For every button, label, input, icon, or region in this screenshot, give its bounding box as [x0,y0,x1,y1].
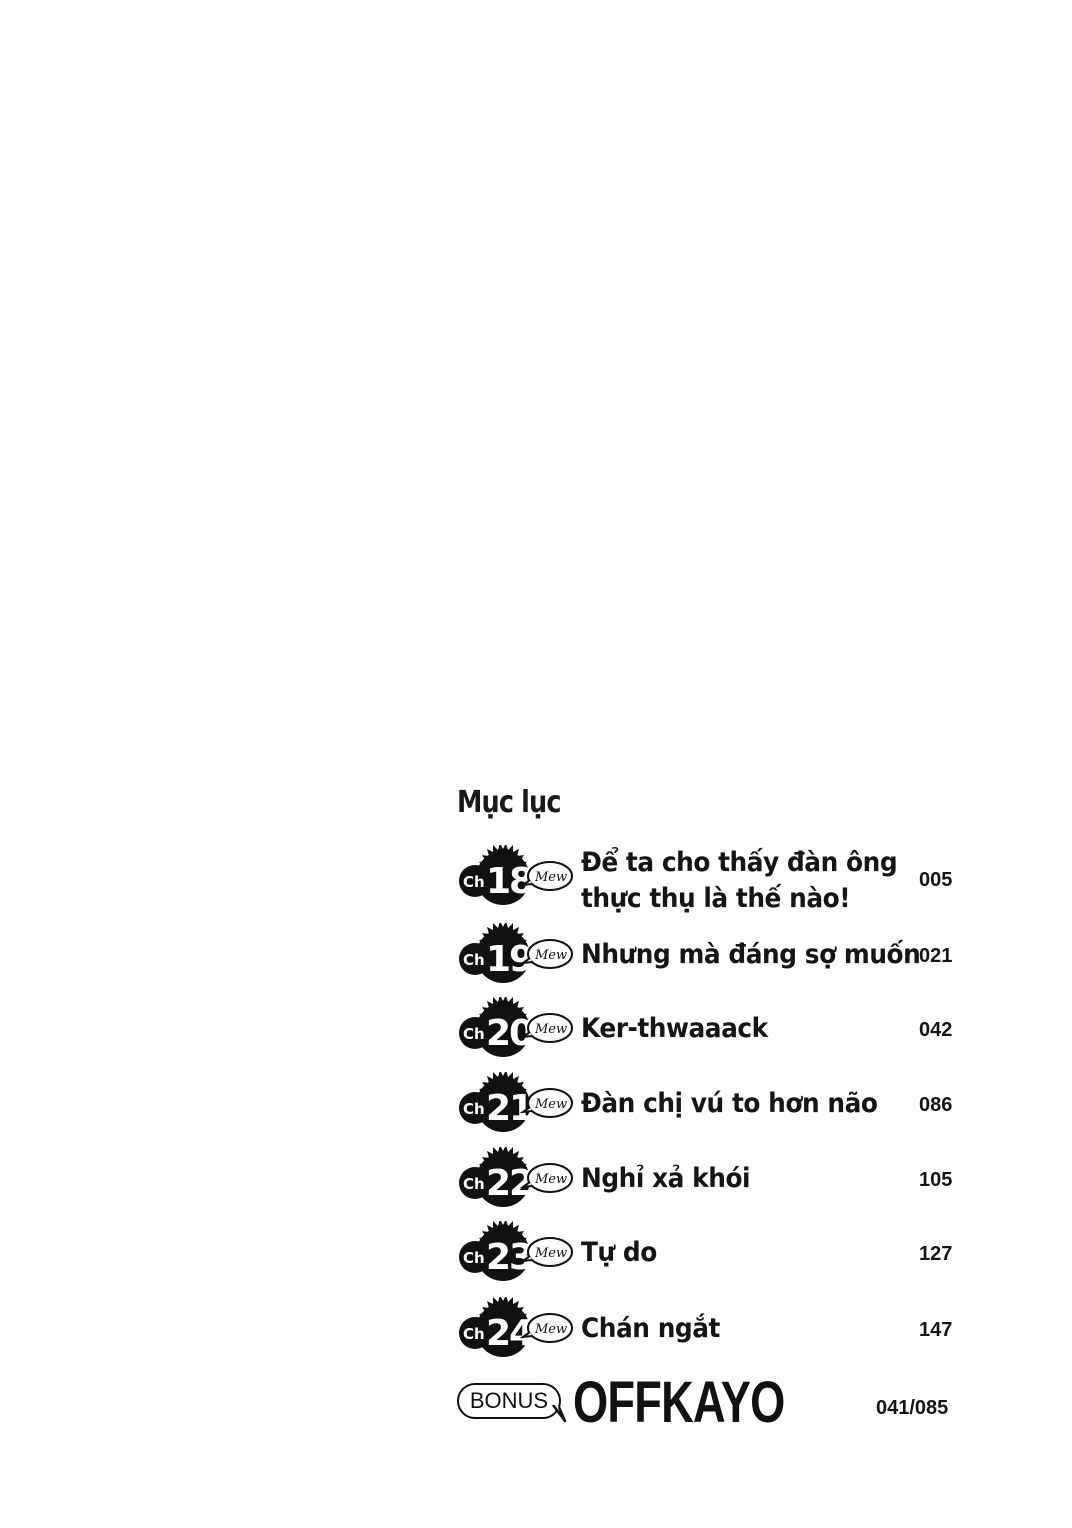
ch-label: Ch [463,873,485,891]
ch-label: Ch [463,1100,485,1118]
chapter-page-number: 147 [919,1319,953,1341]
chapter-page-number: 005 [919,869,953,891]
chapter-title: Để ta cho thấy đàn ông thực thụ là thế n… [581,847,898,914]
bubble-label: Mew [534,1022,567,1037]
chapter-page-number: 105 [919,1169,953,1191]
chapter-badge-graphic: Ch 20 Mew [459,997,573,1057]
toc-entry-ch20[interactable]: Ch 20 Mew Ker-thwaaack 042 [455,997,955,1063]
chapter-page-number: 127 [919,1243,953,1265]
chapter-number: 19 [486,939,532,980]
chapter-badge: Ch 18 Mew [455,845,575,911]
chapter-badge-graphic: Ch 23 Mew [459,1221,573,1281]
bubble-label: Mew [534,948,567,963]
ch-label: Ch [463,1175,485,1193]
chapter-title: Nhưng mà đáng sợ muốn [581,939,921,970]
ch-label: Ch [463,1249,485,1267]
toc-entry-ch23[interactable]: Ch 23 Mew Tự do 127 [455,1221,955,1287]
toc-entry-ch22[interactable]: Ch 22 Mew Nghỉ xả khói 105 [455,1147,955,1213]
chapter-page-number: 086 [919,1094,953,1116]
chapter-badge-graphic: Ch 19 Mew [459,923,573,983]
bonus-page-number: 041/085 [876,1397,949,1419]
chapter-number: 22 [486,1163,532,1204]
toc-title: Mục lục [457,785,561,820]
chapter-title: Tự do [581,1237,657,1268]
chapter-badge: Ch 24 Mew [455,1297,575,1363]
chapter-badge: Ch 22 Mew [455,1147,575,1213]
chapter-number: 23 [486,1237,532,1278]
chapter-badge: Ch 20 Mew [455,997,575,1063]
bubble-label: Mew [534,870,567,885]
chapter-page-number: 042 [919,1019,953,1041]
ch-label: Ch [463,951,485,969]
chapter-badge: Ch 23 Mew [455,1221,575,1287]
chapter-title: Nghỉ xả khói [581,1163,751,1194]
chapter-page-number: 021 [919,945,953,967]
chapter-badge: Ch 19 Mew [455,923,575,989]
toc-entry-ch21[interactable]: Ch 21 Mew Đàn chị vú to hơn não 086 [455,1072,955,1138]
chapter-number: 18 [486,861,532,902]
chapter-title: Đàn chị vú to hơn não [581,1088,878,1119]
toc-entry-ch24[interactable]: Ch 24 Mew Chán ngắt 147 [455,1297,955,1363]
bonus-label: BONUS [457,1383,561,1419]
toc-entry-ch18[interactable]: Ch 18 Mew Để ta cho thấy đàn ông thực th… [455,845,955,915]
chapter-title: Chán ngắt [581,1313,720,1344]
toc-entry-bonus[interactable]: BONUS OFFKAYO 041/085 [455,1370,955,1435]
bubble-label: Mew [534,1172,567,1187]
bonus-title: OFFKAYO [573,1370,785,1435]
chapter-title: Ker-thwaaack [581,1013,768,1044]
chapter-badge: Ch 21 Mew [455,1072,575,1138]
bubble-label: Mew [534,1246,567,1261]
chapter-badge-graphic: Ch 21 Mew [459,1072,573,1132]
chapter-badge-graphic: Ch 18 Mew [459,845,573,905]
chapter-number: 21 [486,1088,532,1129]
ch-label: Ch [463,1025,485,1043]
bubble-label: Mew [534,1322,567,1337]
chapter-badge-graphic: Ch 22 Mew [459,1147,573,1207]
bubble-label: Mew [534,1097,567,1112]
ch-label: Ch [463,1325,485,1343]
speech-tail-icon [552,1405,567,1423]
chapter-number: 20 [486,1013,533,1054]
chapter-badge-graphic: Ch 24 Mew [459,1297,573,1357]
chapter-number: 24 [486,1313,533,1354]
toc-entry-ch19[interactable]: Ch 19 Mew Nhưng mà đáng sợ muốn 021 [455,923,955,989]
